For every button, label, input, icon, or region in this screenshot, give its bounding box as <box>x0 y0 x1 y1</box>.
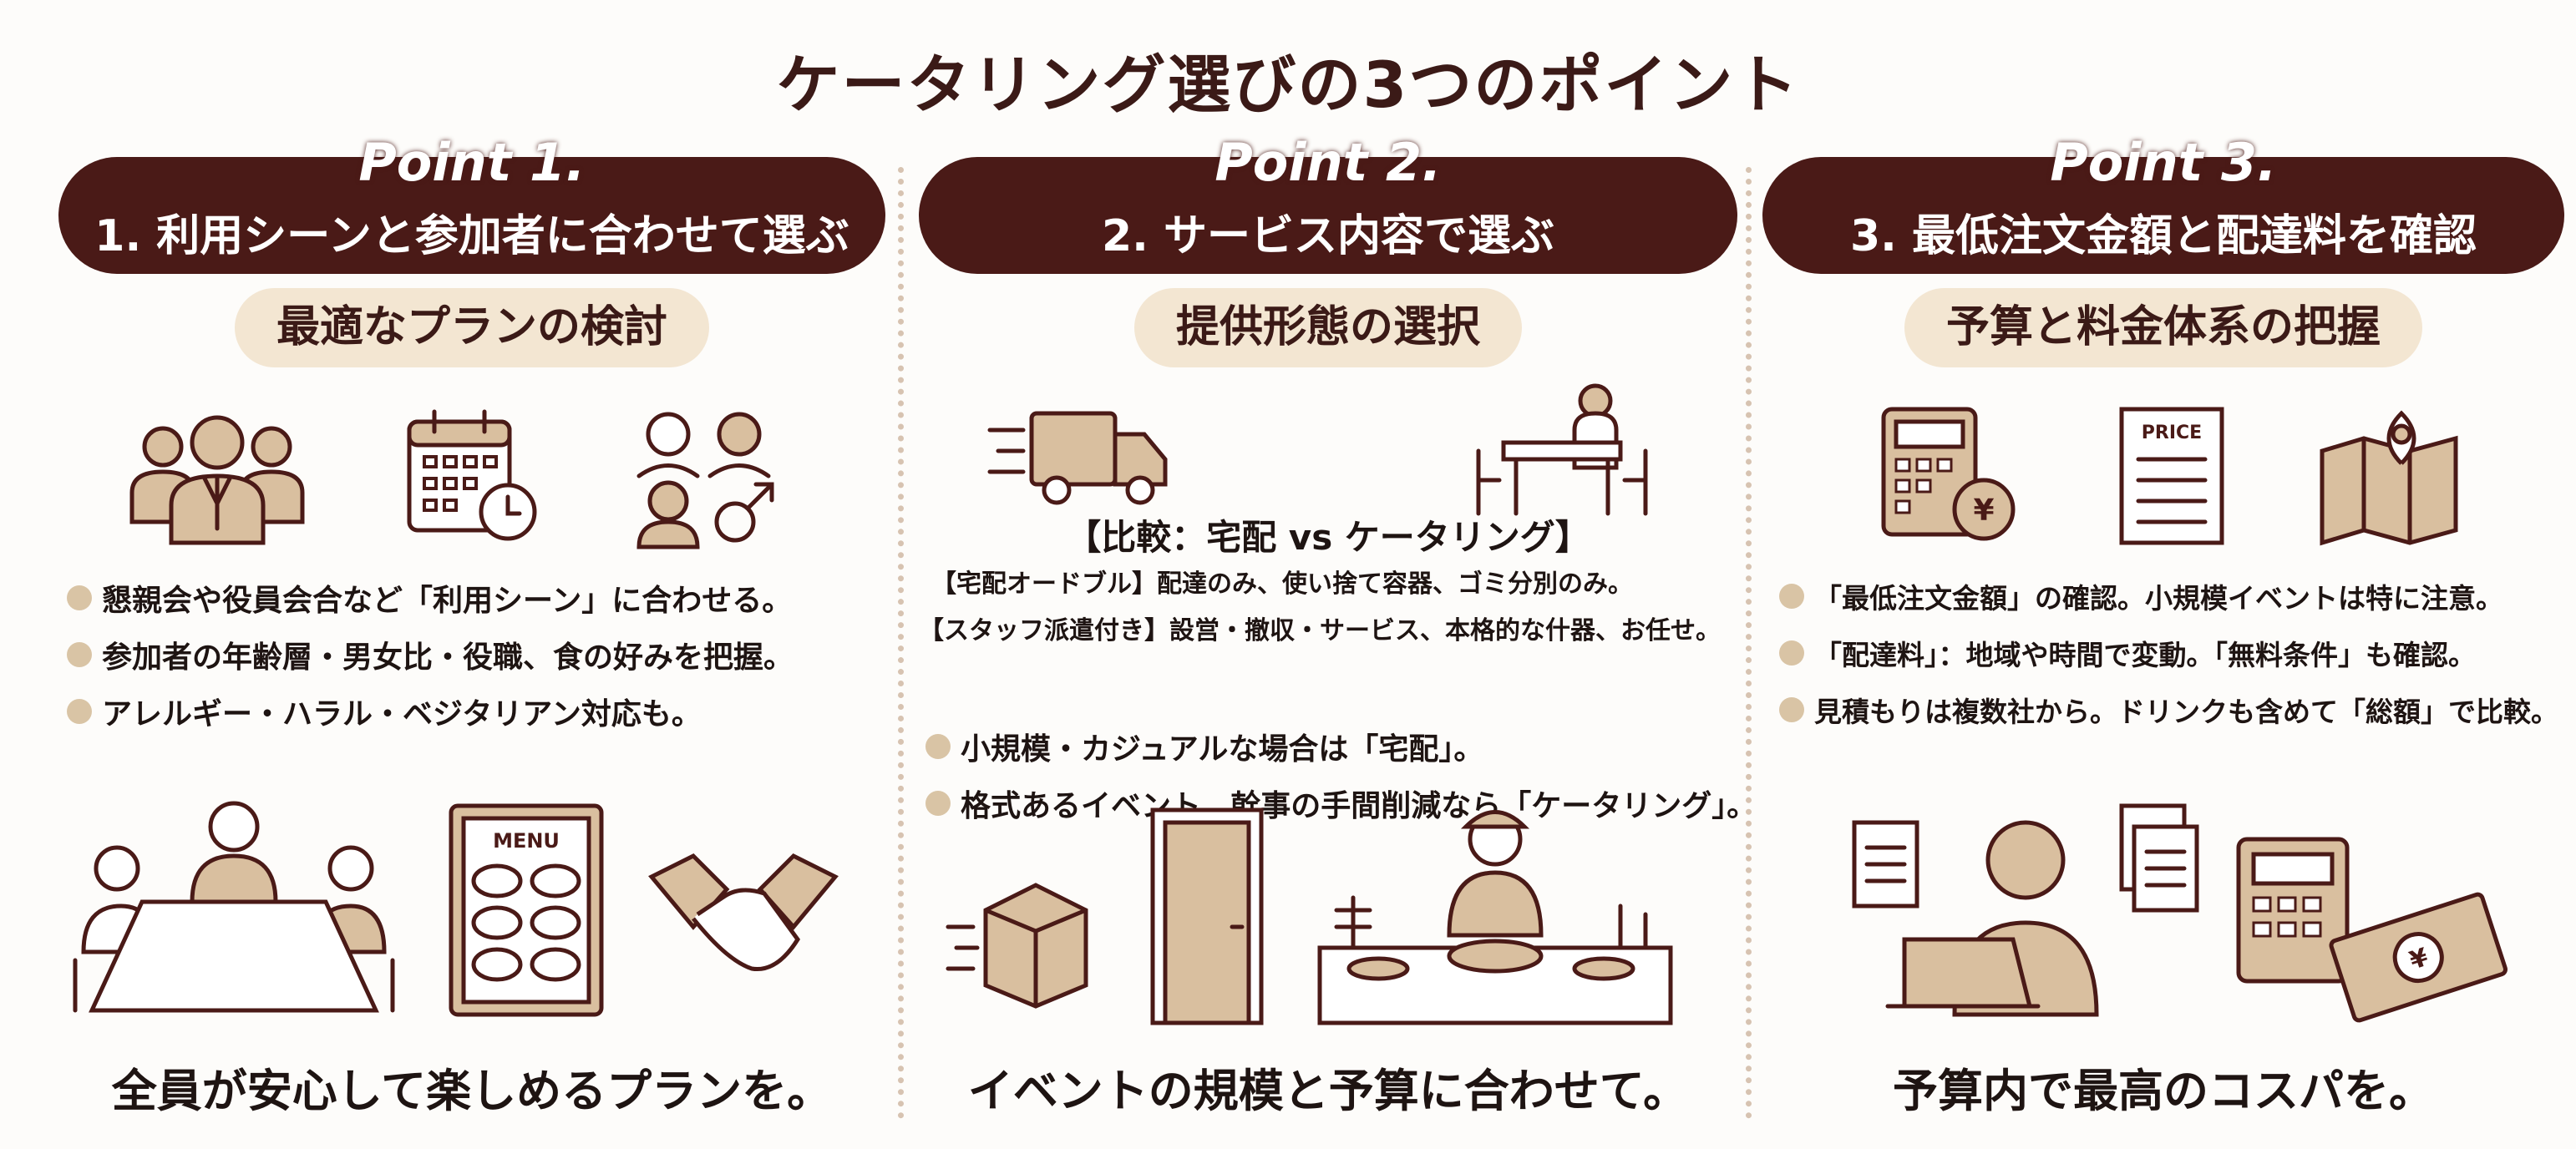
point-banner <box>58 157 885 274</box>
point-label: Point 3. <box>2050 132 2277 193</box>
comparison-line: 【スタッフ派遣付き】設営・撤収・サービス、本格的な什器、お任せ。 <box>919 616 1721 645</box>
column-divider <box>898 167 904 1119</box>
staff-table-setup-icon <box>1476 383 1648 516</box>
point-label: Point 2. <box>1214 132 1442 193</box>
bullet-item: 懇親会や役員会合など「利用シーン」に合わせる。 <box>67 569 885 626</box>
door-illustration <box>1150 807 1264 1025</box>
comparison-title: 【比較：宅配 vs ケータリング】 <box>1066 517 1590 558</box>
bullet-item: 参加者の年齢層・男女比・役職、食の好みを把握。 <box>67 626 885 683</box>
bullet-item: 小規模・カジュアルな場合は「宅配」。 <box>925 718 1737 775</box>
bullet-item: アレルギー・ハラル・ベジタリアン対応も。 <box>67 683 885 740</box>
meeting-table-illustration <box>73 801 395 1013</box>
point-label: Point 1. <box>358 132 586 193</box>
comparison-line: 【宅配オードブル】配達のみ、使い捨て容器、ゴミ分別のみ。 <box>931 569 1633 599</box>
bullet-dot-icon <box>1779 640 1804 666</box>
point-caption: 全員が安心して楽しめるプランを。 <box>111 1065 833 1117</box>
businessman-laptop-illustration <box>1852 803 2199 1017</box>
point-1-column: Point 1. 1. 利用シーンと参加者に合わせて選ぶ 最適なプランの検討 懇… <box>58 0 885 1149</box>
bullet-dot-icon <box>67 642 92 667</box>
bullet-dot-icon <box>67 699 92 724</box>
svg-text:PRICE: PRICE <box>2142 423 2202 443</box>
point-2-column: Point 2. 2. サービス内容で選ぶ 提供形態の選択 【比較：宅配 vs … <box>919 0 1757 1149</box>
point-caption: イベントの規模と予算に合わせて。 <box>967 1065 1689 1117</box>
delivery-truck-icon <box>987 411 1168 505</box>
column-divider <box>1746 167 1752 1119</box>
bullet-dot-icon <box>1779 697 1804 722</box>
page-title: ケータリング選びの3つのポイント <box>776 48 1800 122</box>
bullet-dot-icon <box>67 585 92 610</box>
point-subheading: 最適なプランの検討 <box>234 288 710 367</box>
bullet-dot-icon <box>1779 584 1804 609</box>
package-box-illustration <box>946 883 1088 1009</box>
point-banner <box>919 157 1737 274</box>
point-subheading: 予算と料金体系の把握 <box>1904 288 2423 367</box>
calendar-clock-icon <box>407 409 537 541</box>
bullet-item: 格式あるイベント、幹事の手間削減なら「ケータリング」。 <box>925 775 1757 832</box>
handshake-illustration <box>648 853 839 972</box>
point-heading: 2. サービス内容で選ぶ <box>1101 211 1555 261</box>
point-heading: 1. 利用シーンと参加者に合わせて選ぶ <box>94 211 849 261</box>
diverse-people-icon <box>636 412 774 549</box>
svg-text:MENU: MENU <box>493 829 560 853</box>
point-banner <box>1762 157 2564 274</box>
price-list-icon: PRICE <box>2119 407 2224 545</box>
bullet-item: 「配達料」：地域や時間で変動。「無料条件」も確認。 <box>1779 625 2564 681</box>
svg-text:¥: ¥ <box>1973 494 1994 528</box>
bullet-dot-icon <box>925 791 951 816</box>
bullet-item: 「最低注文金額」の確認。小規模イベントは特に注意。 <box>1779 568 2564 625</box>
bullet-dot-icon <box>925 734 951 759</box>
business-group-icon <box>129 415 305 545</box>
bullet-item: 見積もりは複数社から。ドリンクも含めて「総額」で比較。 <box>1779 681 2564 738</box>
menu-card-illustration: MENU <box>449 803 604 1017</box>
catering-staff-buffet-illustration <box>1317 810 1673 1025</box>
point-3-column: Point 3. 3. 最低注文金額と配達料を確認 予算と料金体系の把握 ¥ P… <box>1762 0 2564 1149</box>
point-caption: 予算内で最高のコスパを。 <box>1893 1065 2434 1117</box>
calculator-cash-illustration: ¥ <box>2236 837 2508 1023</box>
calculator-yen-icon: ¥ <box>1881 407 2016 541</box>
point-heading: 3. 最低注文金額と配達料を確認 <box>1849 211 2477 261</box>
point-subheading: 提供形態の選択 <box>1133 288 1523 367</box>
map-pin-icon <box>2320 410 2458 546</box>
